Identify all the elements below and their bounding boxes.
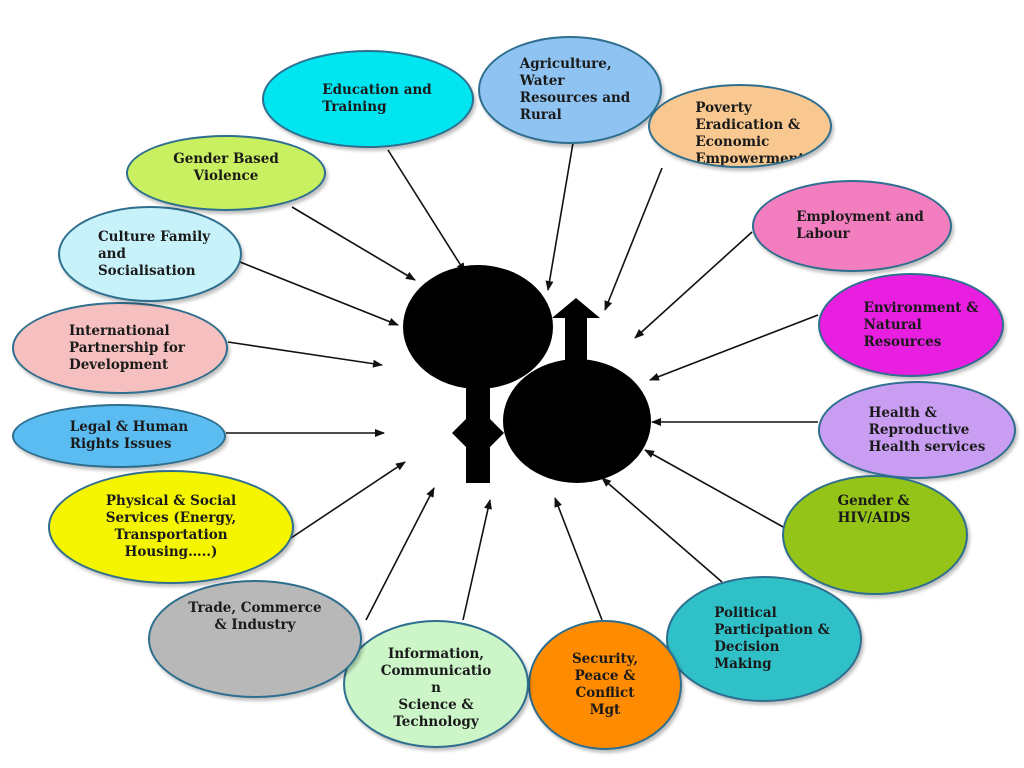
arrow-security	[554, 497, 603, 621]
topic-gbv-label: Gender Based Violence	[173, 151, 279, 184]
female-male-gender-symbol-icon	[403, 265, 651, 483]
arrow-poverty	[604, 167, 663, 311]
topic-trade-label: Trade, Commerce & Industry	[188, 600, 322, 633]
arrow-culture	[239, 261, 399, 326]
topic-international: International Partnership for Developmen…	[12, 302, 228, 394]
arrow-hiv	[644, 449, 786, 529]
topic-legal-label: Legal & Human Rights Issues	[69, 419, 189, 452]
topic-hiv-label: Gender & HIV/AIDS	[837, 493, 911, 526]
topic-political: Political Participation & Decision Makin…	[666, 576, 862, 702]
topic-trade: Trade, Commerce & Industry	[148, 580, 362, 698]
topic-poverty-label: Poverty Eradication & Economic Empowerme…	[695, 100, 805, 167]
topic-ict-label: Information, Communicatio n Science & Te…	[380, 646, 492, 730]
topic-environment-label: Environment & Natural Resources	[863, 299, 979, 350]
topic-poverty: Poverty Eradication & Economic Empowerme…	[648, 84, 832, 168]
topic-international-label: International Partnership for Developmen…	[68, 322, 185, 373]
topic-ict: Information, Communicatio n Science & Te…	[343, 620, 529, 748]
topic-physical: Physical & Social Services (Energy, Tran…	[48, 470, 294, 584]
topic-legal: Legal & Human Rights Issues	[12, 404, 226, 468]
topic-agriculture-label: Agriculture, Water Resources and Rural	[519, 56, 631, 123]
topic-culture: Culture Family and Socialisation	[58, 206, 242, 302]
topic-health-label: Health & Reproductive Health services	[868, 404, 986, 455]
arrow-trade	[365, 487, 435, 621]
topic-agriculture: Agriculture, Water Resources and Rural	[478, 36, 662, 144]
topic-culture-label: Culture Family and Socialisation	[97, 228, 211, 279]
topic-security-label: Security, Peace & Conflict Mgt	[571, 651, 639, 718]
arrow-political	[601, 477, 723, 583]
arrow-international	[227, 341, 383, 368]
topic-environment: Environment & Natural Resources	[818, 273, 1004, 377]
topic-security: Security, Peace & Conflict Mgt	[528, 620, 682, 750]
arrow-physical	[287, 461, 406, 541]
topic-physical-label: Physical & Social Services (Energy, Tran…	[105, 493, 237, 560]
arrow-employment	[634, 231, 753, 339]
topic-hiv: Gender & HIV/AIDS	[782, 475, 968, 595]
arrow-environment	[649, 314, 819, 381]
topic-political-label: Political Participation & Decision Makin…	[714, 605, 830, 672]
topic-education: Education and Training	[262, 50, 474, 148]
arrow-gbv	[291, 206, 416, 281]
topic-health: Health & Reproductive Health services	[818, 381, 1016, 479]
arrow-agriculture	[545, 142, 574, 291]
arrow-education	[387, 149, 466, 273]
arrow-ict	[462, 499, 492, 621]
topic-gbv: Gender Based Violence	[126, 135, 326, 211]
topic-education-label: Education and Training	[322, 82, 432, 115]
topic-employment: Employment and Labour	[752, 180, 952, 272]
topic-employment-label: Employment and Labour	[796, 209, 924, 242]
